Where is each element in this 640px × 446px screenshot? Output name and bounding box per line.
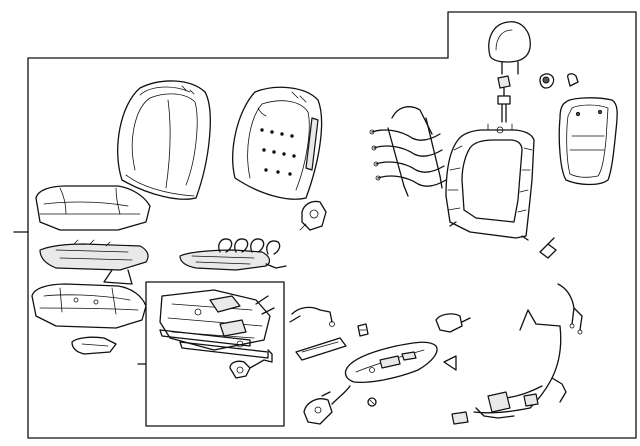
- seat-belt-sensor: [303, 385, 351, 425]
- seat-cushion-pad: [31, 283, 147, 329]
- back-frame: [445, 123, 535, 241]
- outer-trim: [295, 337, 347, 361]
- diagram-frame: [27, 11, 637, 439]
- side-trim: [71, 336, 117, 355]
- cushion-support: [39, 239, 149, 285]
- lumbar-bracket: [299, 200, 327, 231]
- headrest: [488, 21, 531, 75]
- back-support-wire: [369, 106, 447, 197]
- small-fastener: [367, 397, 377, 407]
- adjuster-switch: [344, 341, 438, 384]
- recliner-cable: [289, 306, 335, 327]
- track-motor: [229, 349, 273, 379]
- seat-track-inset-frame: [145, 281, 285, 427]
- back-bracket: [539, 237, 557, 259]
- switch-connector: [435, 313, 471, 333]
- seat-cushion-cover: [35, 185, 151, 231]
- wiring-harness: [451, 283, 583, 425]
- headrest-guides: [497, 75, 511, 123]
- back-cushion-cover: [117, 80, 211, 200]
- switch-tab: [443, 355, 457, 371]
- back-pad: [232, 86, 323, 200]
- headrest-clips: [539, 73, 579, 89]
- back-panel: [558, 97, 618, 186]
- clip-small: [357, 323, 369, 337]
- seat-heater: [179, 238, 287, 271]
- seat-track-assembly: [159, 289, 275, 359]
